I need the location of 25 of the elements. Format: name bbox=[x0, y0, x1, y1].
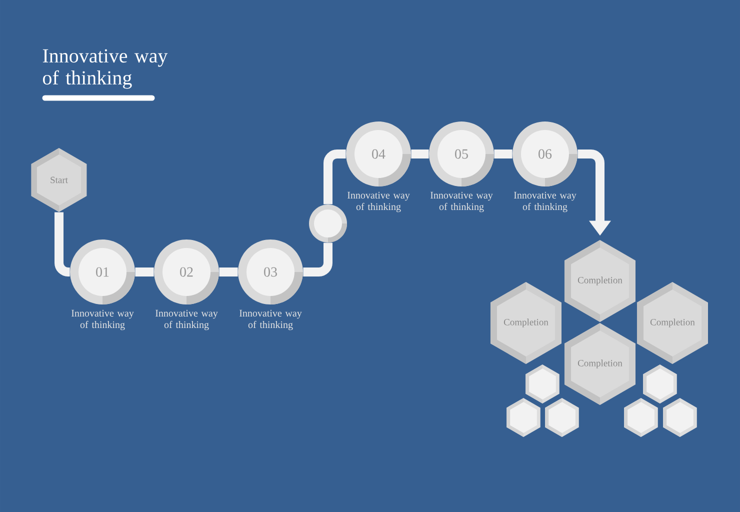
start-hexagon: Start bbox=[31, 148, 87, 212]
hexagon-tile bbox=[643, 364, 677, 404]
connector-line bbox=[135, 268, 154, 276]
hexagon-node: Completion bbox=[490, 282, 562, 364]
hexagon-node: Completion bbox=[564, 240, 636, 322]
connector-line bbox=[324, 150, 346, 204]
hexagon-tile bbox=[663, 398, 697, 437]
step-caption: Innovative way of thinking bbox=[72, 310, 134, 330]
connector-line bbox=[411, 150, 429, 158]
title: Innovative way of thinking bbox=[42, 49, 168, 89]
step-caption: Innovative way of thinking bbox=[514, 192, 576, 212]
step-caption: Innovative way of thinking bbox=[239, 310, 302, 330]
step-caption: Innovative way of thinking bbox=[156, 310, 218, 330]
step-caption: Innovative way of thinking bbox=[430, 192, 493, 212]
connector-line bbox=[54, 212, 72, 276]
hexagon-tile bbox=[526, 364, 560, 404]
junction-circle bbox=[309, 204, 347, 242]
connector-line bbox=[219, 268, 238, 276]
hexagon-tile bbox=[506, 398, 540, 437]
hexagon-node: Completion bbox=[564, 323, 636, 405]
connector-line bbox=[494, 150, 512, 158]
step-caption: Innovative way of thinking bbox=[347, 192, 410, 212]
hexagon-tile bbox=[624, 398, 658, 437]
hexagon-node: Completion bbox=[636, 282, 708, 364]
hexagon-tile bbox=[545, 398, 579, 437]
